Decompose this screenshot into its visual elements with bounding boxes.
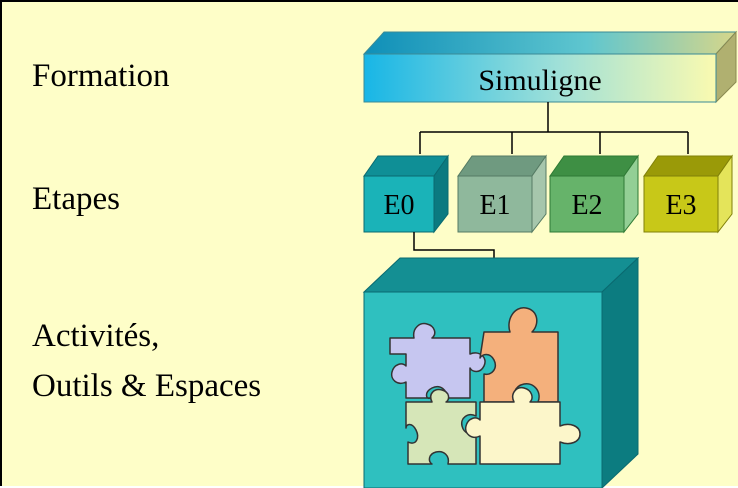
puzzle-icon (389, 307, 581, 465)
etape-label-e0: E0 (383, 190, 414, 221)
etape-box-e3: E3 (643, 154, 733, 234)
etape-box-e2: E2 (549, 154, 639, 234)
activites-label-line2: Outils & Espaces (32, 368, 262, 404)
etape-label-e3: E3 (665, 190, 696, 221)
hierarchy-connectors (419, 102, 689, 154)
activites-label-line1: Activités, (32, 318, 160, 354)
formation-label: Formation (32, 58, 170, 94)
puzzle-piece-orange (479, 307, 559, 403)
simuligne-box: Simuligne (362, 30, 738, 104)
etape-box-e1: E1 (457, 154, 547, 234)
etape-label-e2: E2 (571, 190, 602, 221)
puzzle-piece-green (405, 388, 477, 465)
etape-label-e1: E1 (479, 190, 510, 221)
etapes-label: Etapes (32, 181, 120, 217)
puzzle-piece-cream (464, 386, 581, 465)
simuligne-label: Simuligne (478, 64, 601, 97)
etape-box-e0: E0 (363, 154, 449, 234)
